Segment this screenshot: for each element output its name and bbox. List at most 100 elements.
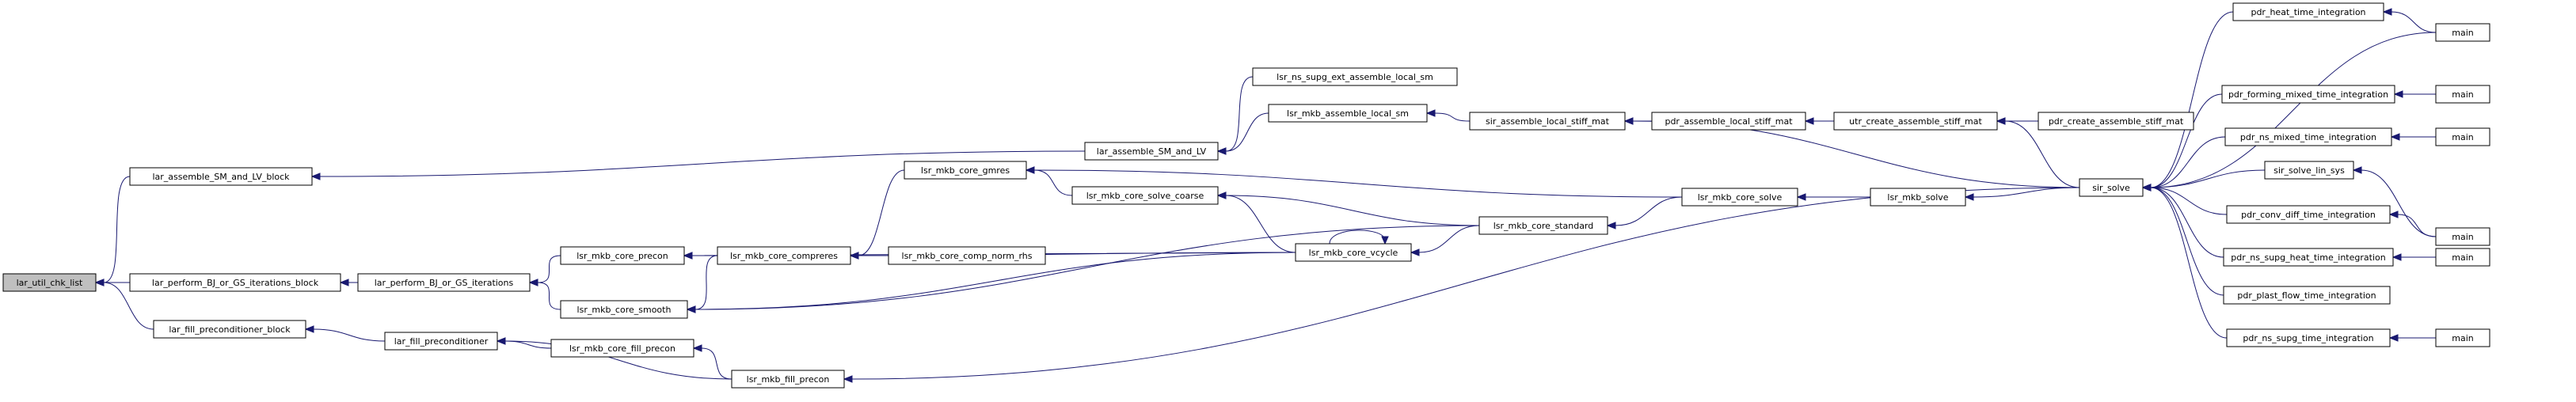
node-pdr-ns-mixed-time-integration[interactable]: pdr_ns_mixed_time_integration <box>2224 127 2392 146</box>
call-edge <box>843 187 2080 383</box>
call-edge <box>94 176 131 286</box>
node-label: lar_assemble_SM_and_LV_block <box>152 172 290 182</box>
node-pdr-ns-supg-heat-time-integration[interactable]: pdr_ns_supg_heat_time_integration <box>2223 248 2394 267</box>
node-label: main <box>2452 28 2474 38</box>
node-box <box>1651 112 1806 131</box>
node-box <box>384 332 498 351</box>
node-pdr-ns-supg-time-integration[interactable]: pdr_ns_supg_time_integration <box>2226 328 2391 347</box>
call-edge <box>1216 192 1296 253</box>
call-edge <box>1996 117 2080 188</box>
call-edge <box>1606 196 1683 229</box>
node-lar-fill-preconditioner[interactable]: lar_fill_preconditioner <box>384 332 498 351</box>
node-label: lsr_mkb_core_vcycle <box>1309 248 1398 258</box>
node-label: pdr_assemble_local_stiff_mat <box>1665 116 1793 127</box>
node-box <box>2221 85 2395 104</box>
node-lar-assemble-sm-and-lv-block[interactable]: lar_assemble_SM_and_LV_block <box>129 167 313 186</box>
call-edge <box>94 279 154 330</box>
node-label: main <box>2452 89 2474 100</box>
node-box <box>153 320 306 339</box>
call-edge <box>1796 193 1870 201</box>
node-box <box>1268 104 1428 123</box>
node-pdr-forming-mixed-time-integration[interactable]: pdr_forming_mixed_time_integration <box>2221 85 2395 104</box>
call-edge <box>2141 32 2437 192</box>
call-edge <box>339 279 358 286</box>
node-label: pdr_plast_flow_time_integration <box>2237 290 2376 301</box>
node-sir-solve-lin-sys[interactable]: sir_solve_lin_sys <box>2264 161 2354 180</box>
call-edge <box>2382 8 2437 33</box>
node-label: sir_solve <box>2092 183 2130 193</box>
node-lsr-mkb-core-smooth[interactable]: lsr_mkb_core_smooth <box>560 300 688 319</box>
node-sir-solve[interactable]: sir_solve <box>2079 178 2144 197</box>
node-lsr-mkb-core-precon[interactable]: lsr_mkb_core_precon <box>560 246 685 265</box>
node-main[interactable]: main <box>2435 248 2490 267</box>
node-lsr-mkb-core-solve[interactable]: lsr_mkb_core_solve <box>1681 188 1798 207</box>
node-label: utr_create_assemble_stiff_mat <box>1849 116 1982 127</box>
node-box <box>2226 328 2391 347</box>
node-label: lar_assemble_SM_and_LV <box>1097 146 1207 157</box>
node-pdr-heat-time-integration[interactable]: pdr_heat_time_integration <box>2232 2 2384 21</box>
node-lsr-mkb-core-solve-coarse[interactable]: lsr_mkb_core_solve_coarse <box>1071 186 1219 205</box>
node-box <box>2038 112 2194 131</box>
node-lsr-mkb-core-gmres[interactable]: lsr_mkb_core_gmres <box>904 161 1027 180</box>
node-lsr-mkb-assemble-local-sm[interactable]: lsr_mkb_assemble_local_sm <box>1268 104 1428 123</box>
node-lsr-mkb-core-vcycle[interactable]: lsr_mkb_core_vcycle <box>1295 243 1412 262</box>
call-edge <box>2141 93 2223 192</box>
call-edge <box>310 150 1086 180</box>
call-edge <box>849 169 905 260</box>
node-box <box>129 167 313 186</box>
node-lsr-mkb-solve[interactable]: lsr_mkb_solve <box>1870 188 1966 207</box>
node-box <box>357 273 531 292</box>
node-pdr-conv-diff-time-integration[interactable]: pdr_conv_diff_time_integration <box>2226 205 2391 224</box>
node-box <box>2 273 97 292</box>
node-lsr-mkb-core-standard[interactable]: lsr_mkb_core_standard <box>1478 216 1608 235</box>
node-label: main <box>2452 132 2474 142</box>
node-label: pdr_heat_time_integration <box>2251 7 2365 17</box>
node-utr-create-assemble-stiff-mat[interactable]: utr_create_assemble_stiff_mat <box>1833 112 1998 131</box>
node-label: main <box>2452 252 2474 263</box>
node-main[interactable]: main <box>2435 328 2490 347</box>
node-label: main <box>2452 232 2474 242</box>
node-label: lar_perform_BJ_or_GS_iterations <box>375 278 514 288</box>
node-lar-util-chk-list[interactable]: lar_util_chk_list <box>2 273 97 292</box>
call-edge <box>686 225 1480 313</box>
graph-nodes: lar_util_chk_list lar_assemble_SM_and_LV_… <box>2 2 2490 389</box>
node-lar-fill-preconditioner-block[interactable]: lar_fill_preconditioner_block <box>153 320 306 339</box>
node-label: main <box>2452 333 2474 343</box>
call-edge <box>1804 117 1834 125</box>
call-edge <box>2141 169 2266 192</box>
node-lar-perform-bj-or-gs-iterations[interactable]: lar_perform_BJ_or_GS_iterations <box>357 273 531 292</box>
node-main[interactable]: main <box>2435 127 2490 146</box>
node-lar-assemble-sm-and-lv[interactable]: lar_assemble_SM_and_LV <box>1084 142 1219 161</box>
node-box <box>717 246 851 265</box>
node-box <box>2435 328 2490 347</box>
node-lsr-mkb-core-fill-precon[interactable]: lsr_mkb_core_fill_precon <box>550 339 694 358</box>
node-lsr-mkb-core-comp-norm-rhs[interactable]: lsr_mkb_core_comp_norm_rhs <box>888 246 1046 265</box>
call-edge <box>1425 109 1471 122</box>
node-label: lar_fill_preconditioner_block <box>169 324 291 335</box>
node-label: lsr_mkb_core_gmres <box>921 165 1010 176</box>
node-box <box>2226 205 2391 224</box>
node-box <box>2223 286 2391 305</box>
node-sir-assemble-local-stiff-mat[interactable]: sir_assemble_local_stiff_mat <box>1469 112 1626 131</box>
node-lsr-ns-supg-ext-assemble-local-sm[interactable]: lsr_ns_supg_ext_assemble_local_sm <box>1252 67 1458 86</box>
call-edge <box>1025 166 1683 198</box>
call-edge <box>2141 184 2228 215</box>
node-box <box>1071 186 1219 205</box>
node-pdr-create-assemble-stiff-mat[interactable]: pdr_create_assemble_stiff_mat <box>2038 112 2194 131</box>
node-main[interactable]: main <box>2435 227 2490 246</box>
node-lar-perform-bj-or-gs-iterations-block[interactable]: lar_perform_BJ_or_GS_iterations_block <box>129 273 341 292</box>
node-label: lsr_mkb_core_solve <box>1698 192 1783 203</box>
node-box <box>560 300 688 319</box>
node-box <box>2435 227 2490 246</box>
node-label: pdr_forming_mixed_time_integration <box>2228 89 2388 100</box>
node-main[interactable]: main <box>2435 85 2490 104</box>
node-pdr-assemble-local-stiff-mat[interactable]: pdr_assemble_local_stiff_mat <box>1651 112 1806 131</box>
node-main[interactable]: main <box>2435 23 2490 42</box>
node-pdr-plast-flow-time-integration[interactable]: pdr_plast_flow_time_integration <box>2223 286 2391 305</box>
node-box <box>1295 243 1412 262</box>
call-edge <box>692 344 732 380</box>
call-edge <box>2390 133 2436 141</box>
node-lsr-mkb-core-compreres[interactable]: lsr_mkb_core_compreres <box>717 246 851 265</box>
node-lsr-mkb-fill-precon[interactable]: lsr_mkb_fill_precon <box>731 370 845 389</box>
